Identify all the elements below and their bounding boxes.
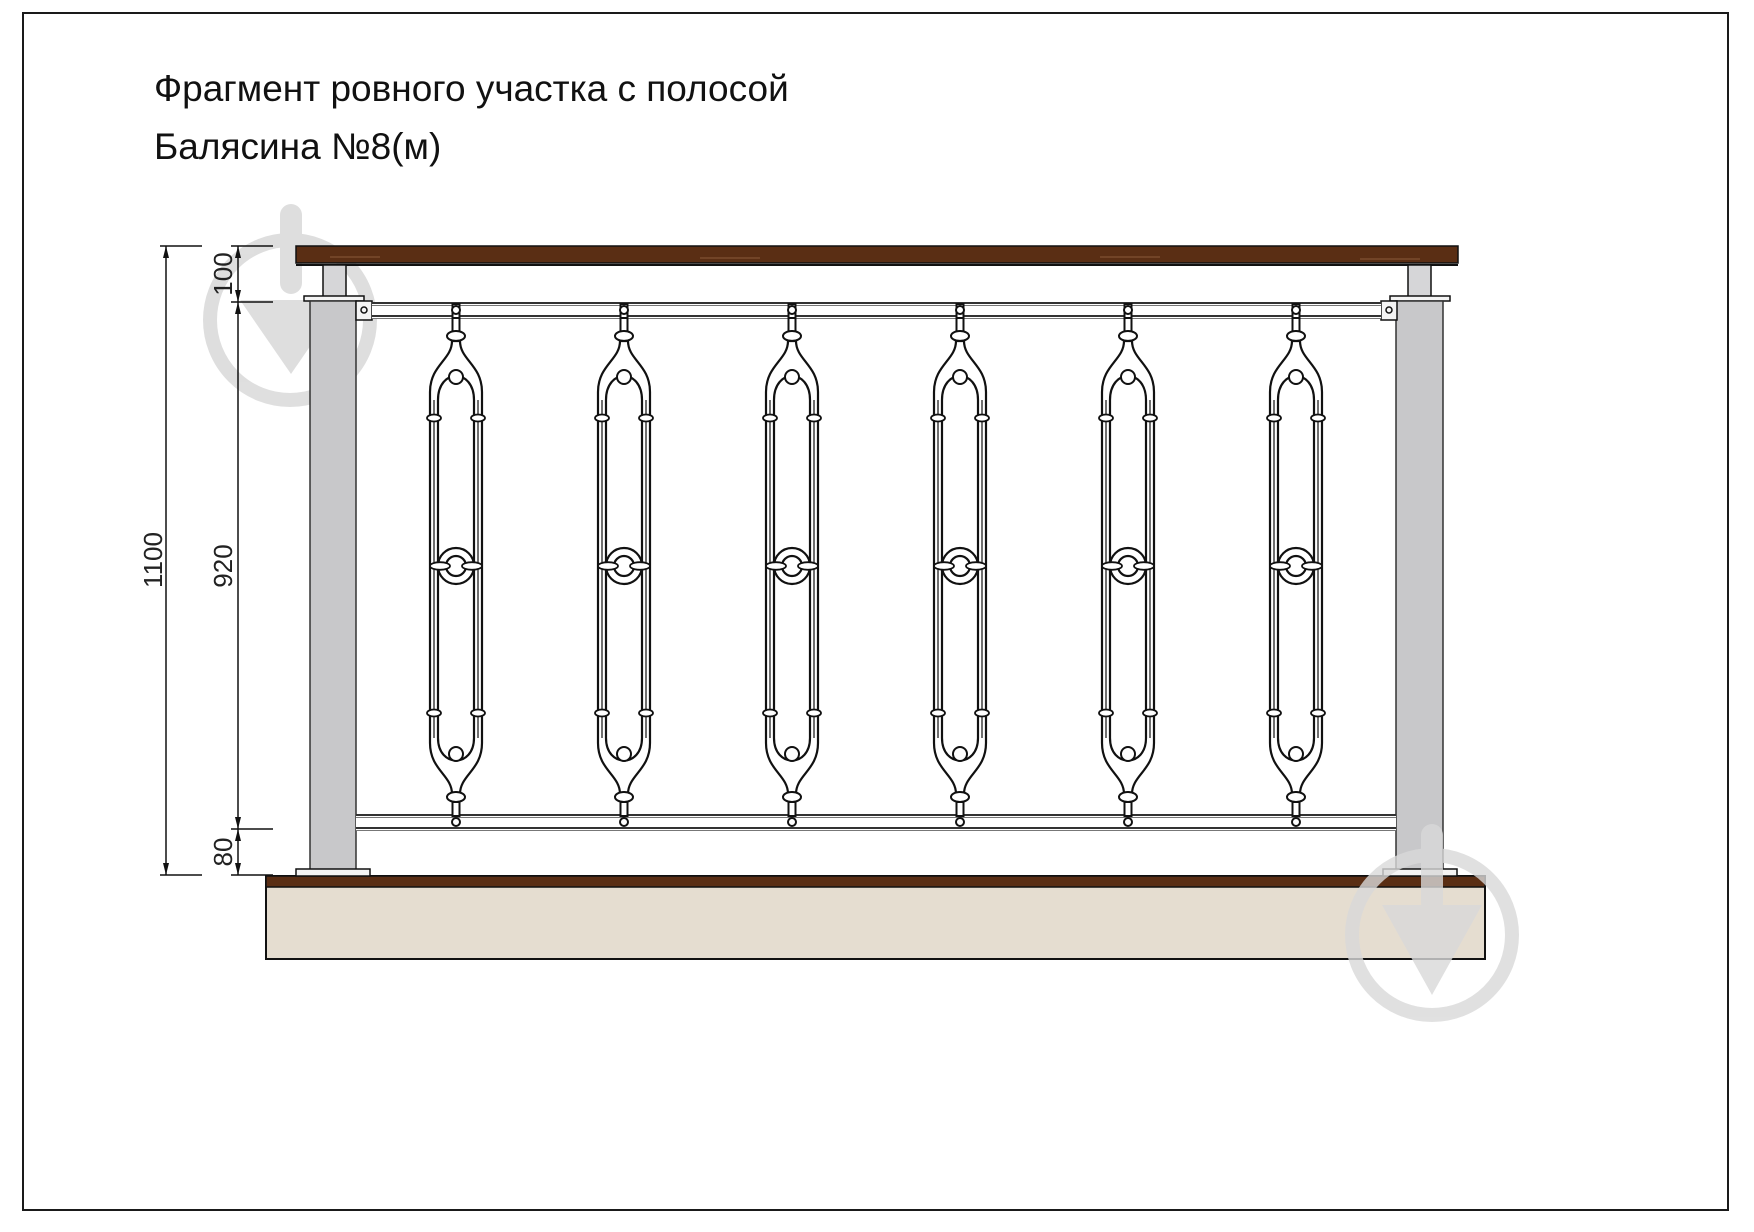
- dim-infill-height: 920: [208, 544, 238, 587]
- baluster: [425, 302, 487, 828]
- floor-slab: [265, 875, 1486, 960]
- drawing-frame: [22, 12, 1729, 1211]
- dim-bottom-gap: 80: [208, 838, 238, 867]
- baluster: [761, 302, 823, 828]
- title-line-2: Балясина №8(м): [154, 126, 442, 167]
- download-arrow-watermark-icon: [1345, 824, 1519, 1022]
- handrail: [295, 245, 1459, 264]
- dim-overall-height: 1100: [138, 532, 168, 588]
- baluster: [929, 302, 991, 828]
- dim-top-gap: 100: [208, 252, 238, 295]
- dimension-lines: [160, 245, 273, 876]
- baluster: [1265, 302, 1327, 828]
- right-post: [1395, 300, 1444, 873]
- floor-finish: [265, 875, 1486, 888]
- title-line-1: Фрагмент ровного участка с полосой: [154, 68, 789, 109]
- baluster: [1097, 302, 1159, 828]
- left-post: [309, 300, 357, 873]
- lower-rail: [356, 815, 1396, 830]
- baluster: [593, 302, 655, 828]
